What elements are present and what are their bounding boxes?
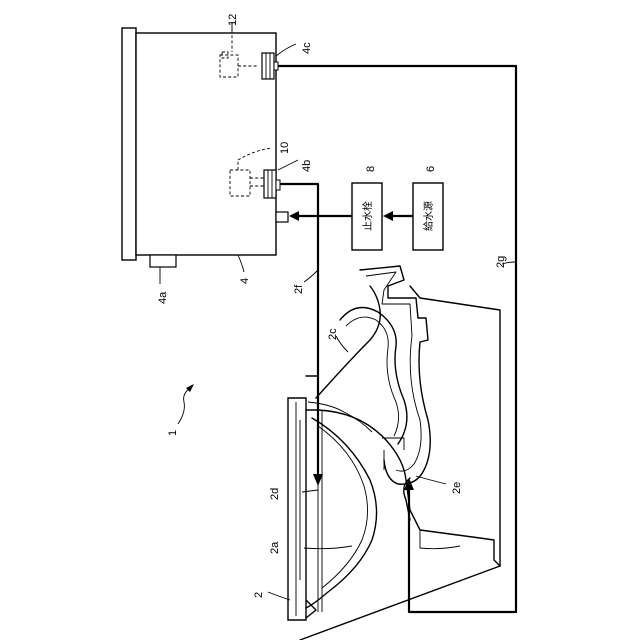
label-4a: 4a <box>157 291 169 304</box>
label-2c: 2c <box>327 328 339 340</box>
stop-valve-box: 止水栓 <box>352 183 382 250</box>
label-8: 8 <box>365 166 377 172</box>
label-2g: 2g <box>495 256 507 268</box>
label-4: 4 <box>239 278 251 284</box>
label-2f: 2f <box>293 284 305 294</box>
label-4b: 4b <box>301 160 313 172</box>
label-12: 12 <box>227 14 239 26</box>
connector-4b <box>264 170 280 198</box>
tank-inlet-nozzle <box>276 212 288 222</box>
label-2a: 2a <box>269 541 281 554</box>
pipe-2g <box>278 66 516 612</box>
water-supply-label: 給水源 <box>422 201 435 231</box>
label-1: 1 <box>167 430 179 436</box>
water-supply-box: 給水源 <box>413 183 443 250</box>
label-6: 6 <box>425 166 437 172</box>
toilet-bowl <box>288 266 500 640</box>
label-2e: 2e <box>451 482 463 494</box>
label-2d: 2d <box>269 488 281 500</box>
label-4c: 4c <box>301 42 313 54</box>
flow-arrows-supply <box>289 211 413 221</box>
stop-valve-label: 止水栓 <box>361 201 374 231</box>
label-10: 10 <box>279 142 291 154</box>
tank-unit <box>122 28 288 267</box>
label-2: 2 <box>253 592 265 598</box>
